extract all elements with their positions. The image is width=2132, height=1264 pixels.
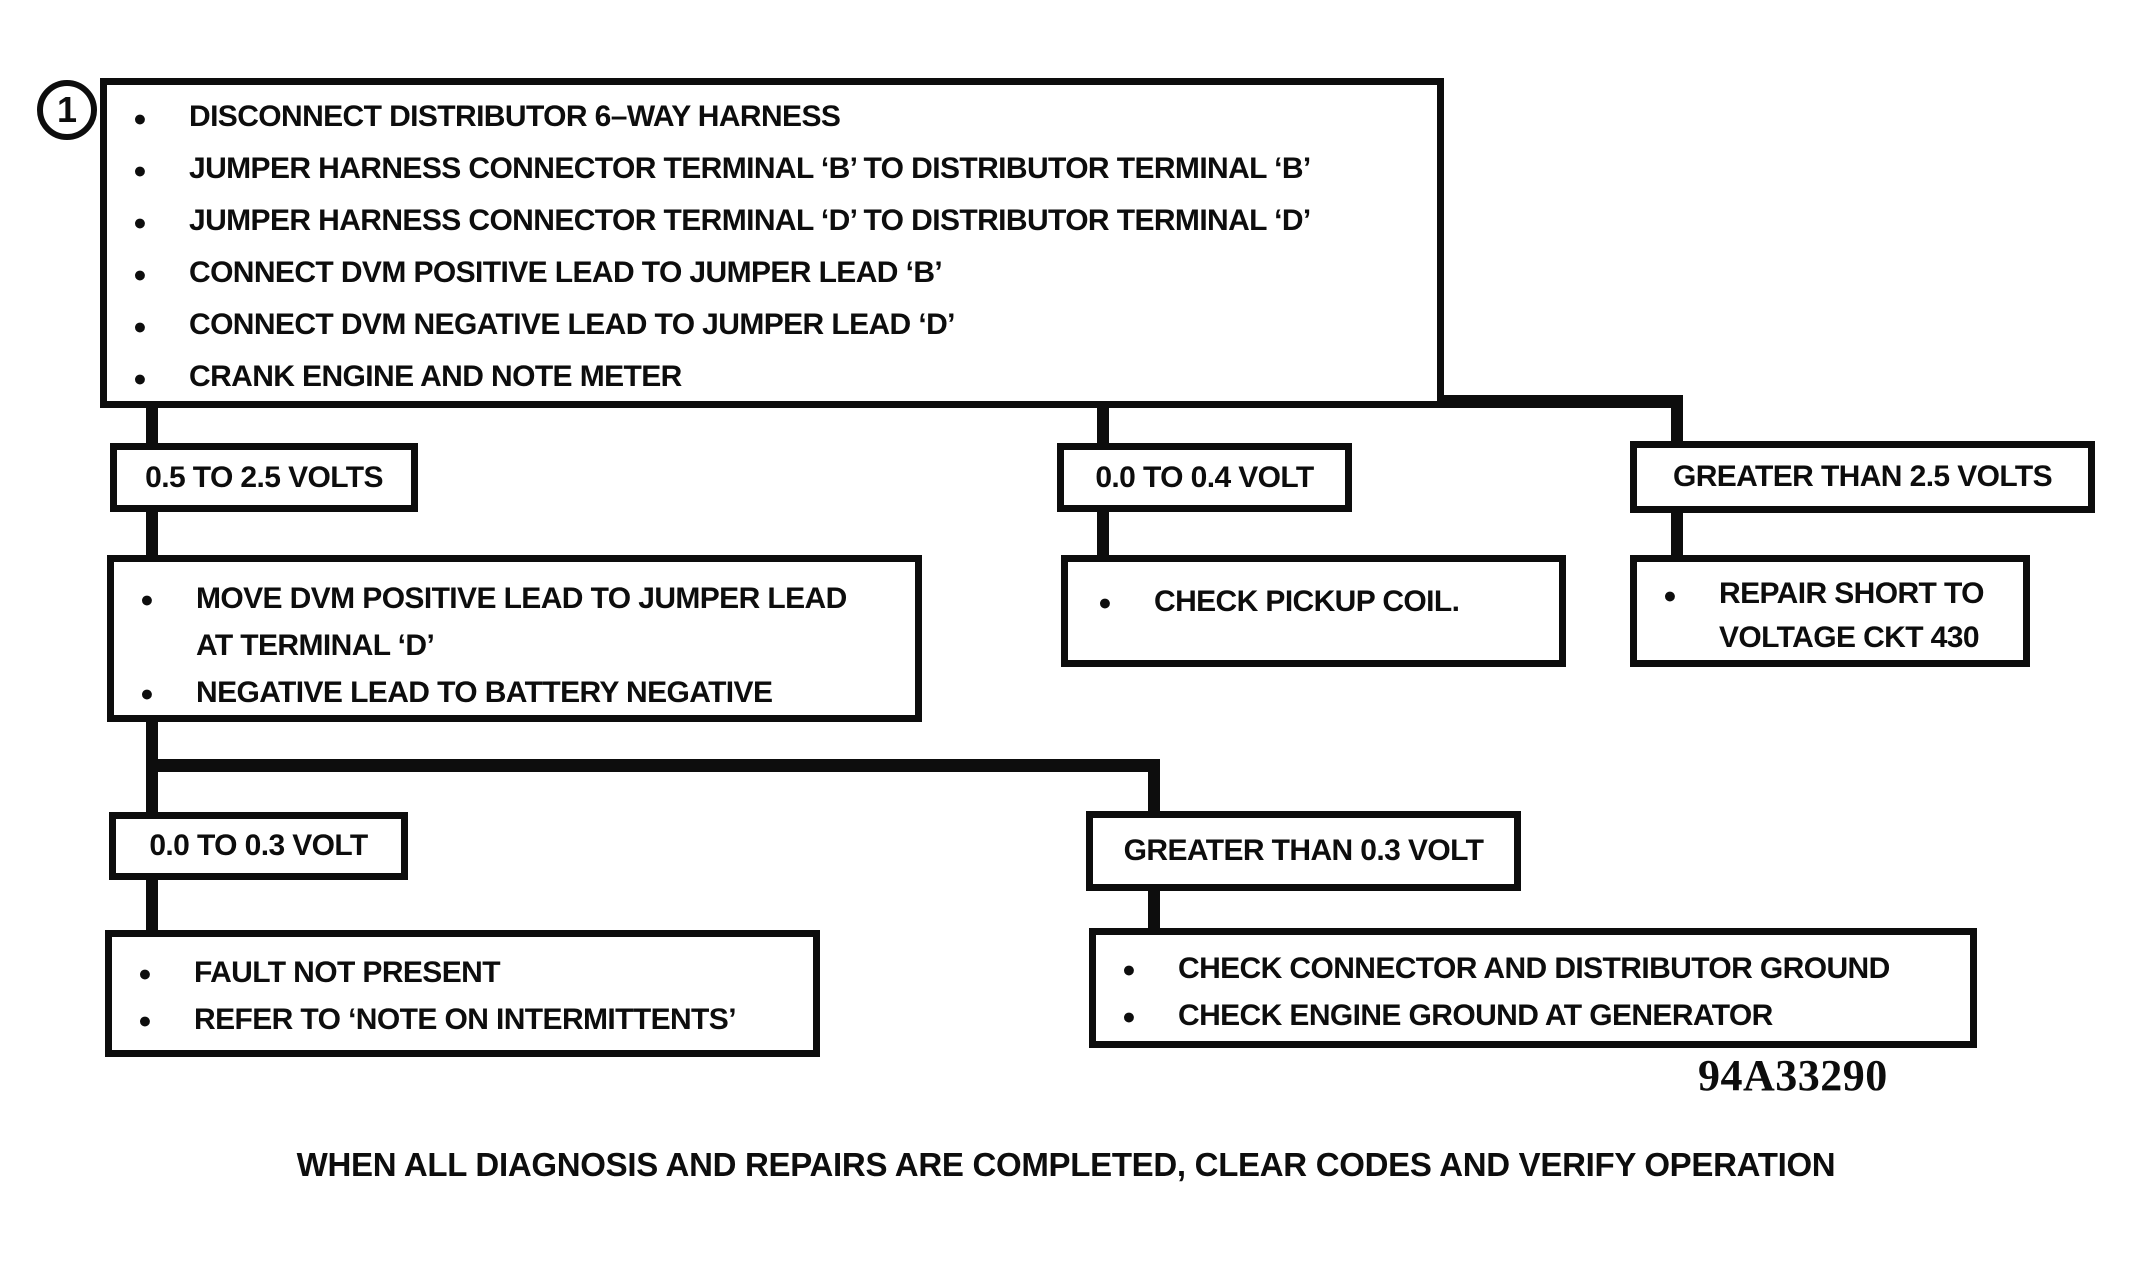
bullet-icon: ● [1663, 582, 1677, 608]
list-item: ● JUMPER HARNESS CONNECTOR TERMINAL ‘B’ … [133, 143, 1437, 195]
list-item: ● CONNECT DVM POSITIVE LEAD TO JUMPER LE… [133, 247, 1437, 299]
condition-box-0-0-to-0-4-volt: 0.0 TO 0.4 VOLT [1057, 443, 1352, 512]
bullet-icon: ● [133, 261, 147, 287]
action-list: ● FAULT NOT PRESENT ● REFER TO ‘NOTE ON … [112, 937, 813, 1043]
action-box-fault-not-present: ● FAULT NOT PRESENT ● REFER TO ‘NOTE ON … [105, 930, 820, 1057]
bullet-icon: ● [133, 365, 147, 391]
action-box-move-dvm-leads: ● MOVE DVM POSITIVE LEAD TO JUMPER LEAD … [107, 555, 922, 722]
action-list: ● MOVE DVM POSITIVE LEAD TO JUMPER LEAD … [114, 562, 915, 716]
condition-box-0-5-to-2-5-volts: 0.5 TO 2.5 VOLTS [110, 443, 418, 512]
list-item: ● FAULT NOT PRESENT [138, 949, 813, 996]
step-number-badge: 1 [37, 80, 97, 140]
list-item: ● JUMPER HARNESS CONNECTOR TERMINAL ‘D’ … [133, 195, 1437, 247]
step-list: ● DISCONNECT DISTRIBUTOR 6–WAY HARNESS ●… [107, 85, 1437, 403]
footer-note: WHEN ALL DIAGNOSIS AND REPAIRS ARE COMPL… [296, 1146, 1836, 1183]
step-box: ● DISCONNECT DISTRIBUTOR 6–WAY HARNESS ●… [100, 78, 1444, 408]
bullet-icon: ● [133, 157, 147, 183]
action-box-check-grounds: ● CHECK CONNECTOR AND DISTRIBUTOR GROUND… [1089, 928, 1977, 1048]
connector-second-horizontal [146, 759, 1160, 772]
list-item: ● REPAIR SHORT TO VOLTAGE CKT 430 [1663, 572, 2023, 660]
list-item: ● NEGATIVE LEAD TO BATTERY NEGATIVE [140, 669, 915, 716]
list-item: ● CHECK CONNECTOR AND DISTRIBUTOR GROUND [1122, 945, 1970, 992]
list-item: ● CONNECT DVM NEGATIVE LEAD TO JUMPER LE… [133, 299, 1437, 351]
action-list: ● REPAIR SHORT TO VOLTAGE CKT 430 [1637, 562, 2023, 660]
condition-box-greater-than-2-5-volts: GREATER THAN 2.5 VOLTS [1630, 441, 2095, 513]
bullet-icon: ● [1122, 1003, 1136, 1029]
figure-code: 94A33290 [1698, 1051, 1888, 1100]
condition-box-0-0-to-0-3-volt: 0.0 TO 0.3 VOLT [109, 812, 408, 880]
bullet-icon: ● [138, 960, 152, 986]
bullet-icon: ● [140, 680, 154, 706]
condition-box-greater-than-0-3-volt: GREATER THAN 0.3 VOLT [1086, 811, 1521, 891]
bullet-icon: ● [133, 209, 147, 235]
bullet-icon: ● [138, 1007, 152, 1033]
action-box-repair-short-ckt-430: ● REPAIR SHORT TO VOLTAGE CKT 430 [1630, 555, 2030, 667]
list-item: ● CHECK PICKUP COIL. [1098, 578, 1559, 625]
list-item: ● CHECK ENGINE GROUND AT GENERATOR [1122, 992, 1970, 1039]
action-list: ● CHECK CONNECTOR AND DISTRIBUTOR GROUND… [1096, 935, 1970, 1039]
list-item: ● CRANK ENGINE AND NOTE METER [133, 351, 1437, 403]
list-item: ● REFER TO ‘NOTE ON INTERMITTENTS’ [138, 996, 813, 1043]
bullet-icon: ● [1098, 589, 1112, 615]
action-box-check-pickup-coil: ● CHECK PICKUP COIL. [1061, 555, 1566, 667]
list-item: ● DISCONNECT DISTRIBUTOR 6–WAY HARNESS [133, 91, 1437, 143]
bullet-icon: ● [133, 313, 147, 339]
list-item: ● MOVE DVM POSITIVE LEAD TO JUMPER LEAD … [140, 575, 915, 669]
action-list: ● CHECK PICKUP COIL. [1068, 562, 1559, 625]
bullet-icon: ● [1122, 956, 1136, 982]
bullet-icon: ● [133, 105, 147, 131]
bullet-icon: ● [140, 586, 154, 612]
step-number: 1 [56, 89, 78, 130]
